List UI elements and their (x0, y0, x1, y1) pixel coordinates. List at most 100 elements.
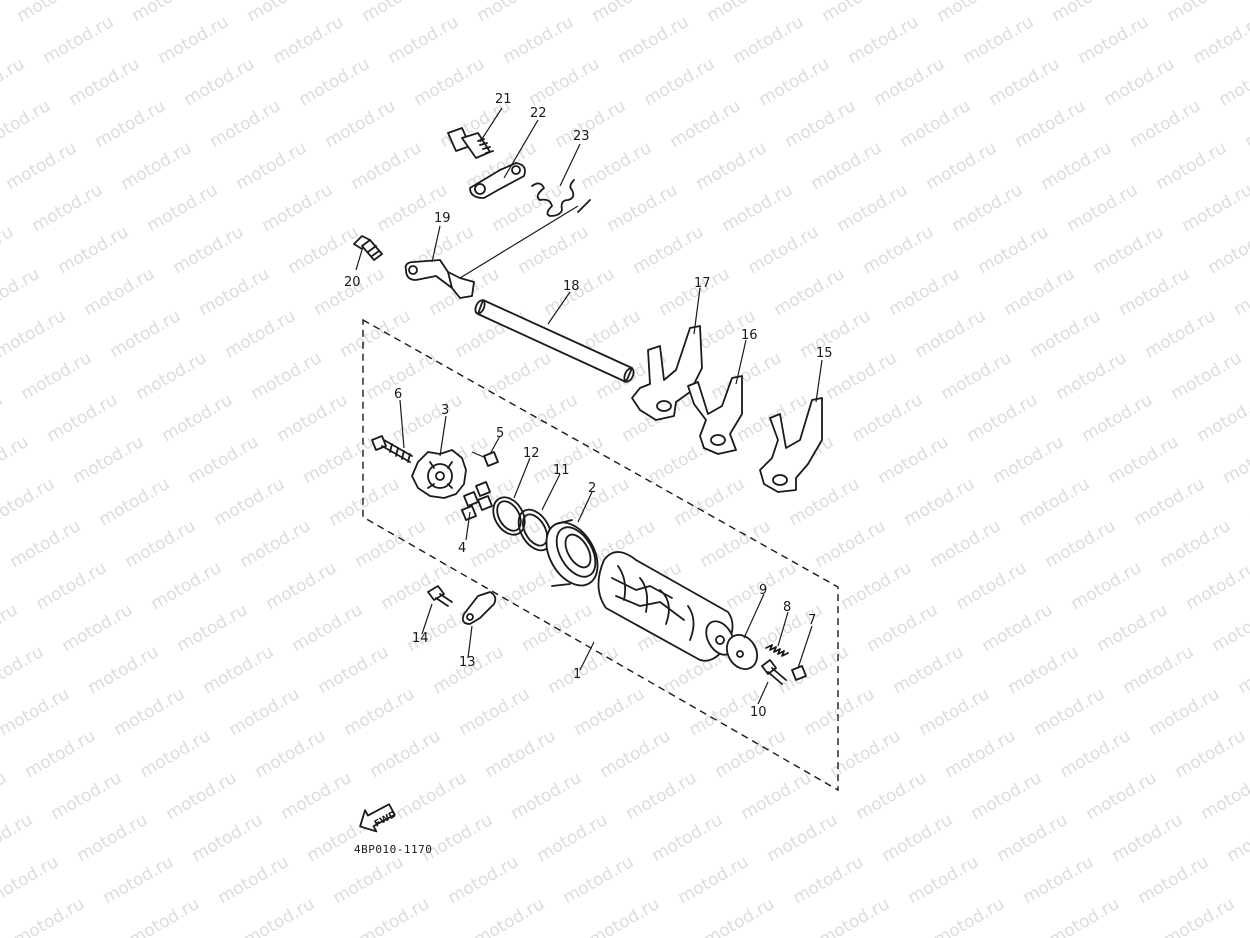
watermark-text: motod.ru (1090, 222, 1168, 278)
watermark-text: motod.ru (159, 390, 237, 446)
part-16-shift-fork (687, 375, 743, 455)
watermark-text: motod.ru (18, 348, 96, 404)
part-9-plate (726, 634, 758, 670)
watermark-text: motod.ru (270, 12, 348, 68)
watermark-text: motod.ru (181, 54, 259, 110)
watermark-text: motod.ru (816, 894, 894, 938)
callout-8: 8 (783, 600, 791, 615)
watermark-text: motod.ru (504, 390, 582, 446)
watermark-text: motod.ru (775, 642, 853, 698)
part-10-screw (761, 659, 787, 685)
watermark-text: motod.ru (1142, 306, 1220, 362)
part-17-shift-fork (631, 325, 703, 421)
watermark-text: motod.ru (708, 348, 786, 404)
watermark-text: motod.ru (0, 12, 2, 68)
callout-9: 9 (759, 583, 767, 598)
watermark-text: motod.ru (1168, 348, 1246, 404)
watermark-text: motod.ru (860, 222, 938, 278)
watermark-text: motod.ru (226, 684, 304, 740)
watermark-text: motod.ru (764, 810, 842, 866)
watermark-text: motod.ru (7, 516, 85, 572)
watermark-text: motod.ru (419, 810, 497, 866)
watermark-text: motod.ru (1116, 264, 1194, 320)
watermark-text: motod.ru (185, 432, 263, 488)
watermark-text: motod.ru (797, 306, 875, 362)
watermark-text: motod.ru (278, 768, 356, 824)
watermark-text: motod.ru (144, 180, 222, 236)
watermark-text: motod.ru (526, 54, 604, 110)
watermark-text: motod.ru (133, 348, 211, 404)
callout-15: 15 (816, 346, 833, 361)
leader-lines (355, 107, 823, 705)
watermark-text: motod.ru (1161, 894, 1239, 938)
callout-17: 17 (694, 276, 711, 291)
watermark-text: motod.ru (148, 558, 226, 614)
watermark-text: motod.ru (838, 558, 916, 614)
watermark-text: motod.ru (248, 348, 326, 404)
watermark-text: motod.ru (545, 642, 623, 698)
watermark-text: motod.ru (1120, 642, 1198, 698)
watermark-text: motod.ru (649, 810, 727, 866)
watermark-text: motod.ru (1179, 180, 1250, 236)
watermark-text: motod.ru (1198, 768, 1250, 824)
callout-3: 3 (441, 403, 449, 418)
watermark-text: motod.ru (508, 768, 586, 824)
watermark-text: motod.ru (745, 222, 823, 278)
watermark-text: motod.ru (471, 894, 549, 938)
watermark-text: motod.ru (949, 180, 1027, 236)
watermark-text: motod.ru (656, 264, 734, 320)
part-21-bolt (447, 127, 494, 159)
watermark-text: motod.ru (263, 558, 341, 614)
watermark-text: motod.ru (1016, 474, 1094, 530)
watermark-text: motod.ru (118, 138, 196, 194)
watermark-text: motod.ru (1027, 306, 1105, 362)
watermark-text: motod.ru (33, 558, 111, 614)
watermark-text: motod.ru (942, 726, 1020, 782)
watermark-text: motod.ru (597, 726, 675, 782)
watermark-text: motod.ru (571, 684, 649, 740)
watermark-text: motod.ru (11, 894, 89, 938)
watermark-text: motod.ru (40, 12, 118, 68)
watermark-text: motod.ru (467, 516, 545, 572)
watermark-text: motod.ru (174, 600, 252, 656)
callout-7: 7 (808, 613, 816, 628)
watermark-text: motod.ru (719, 180, 797, 236)
watermark-text: motod.ru (1183, 558, 1250, 614)
watermark-text: motod.ru (0, 600, 21, 656)
watermark-text: motod.ru (986, 54, 1064, 110)
watermark-text: motod.ru (912, 306, 990, 362)
watermark-text: motod.ru (771, 264, 849, 320)
watermark-text: motod.ru (0, 852, 62, 908)
watermark-text: motod.ru (0, 222, 17, 278)
watermark-text: motod.ru (1079, 390, 1157, 446)
watermark-text: motod.ru (578, 138, 656, 194)
watermark-text: motod.ru (897, 96, 975, 152)
watermark-text: motod.ru (1209, 600, 1250, 656)
callout-11: 11 (553, 463, 570, 478)
callout-2: 2 (588, 481, 596, 496)
watermark-text: motod.ru (886, 264, 964, 320)
watermark-text: motod.ru (252, 726, 330, 782)
watermark-text: motod.ru (29, 180, 107, 236)
watermark-text: motod.ru (445, 852, 523, 908)
watermark-text: motod.ru (155, 12, 233, 68)
watermark-text: motod.ru (1068, 558, 1146, 614)
watermark-text: motod.ru (675, 852, 753, 908)
watermark-text: motod.ru (92, 96, 170, 152)
watermark-text: motod.ru (1005, 642, 1083, 698)
watermark-text: motod.ru (196, 264, 274, 320)
watermark-text: motod.ru (352, 516, 430, 572)
watermark-text: motod.ru (979, 600, 1057, 656)
watermark-text: motod.ru (300, 432, 378, 488)
callout-23: 23 (573, 129, 590, 144)
watermark-text: motod.ru (812, 516, 890, 572)
watermark-text: motod.ru (0, 306, 69, 362)
callout-6: 6 (394, 387, 402, 402)
watermark-text: motod.ru (456, 684, 534, 740)
watermark-text: motod.ru (808, 138, 886, 194)
watermark-text: motod.ru (1064, 180, 1142, 236)
watermark-text: motod.ru (122, 516, 200, 572)
watermark-text: motod.ru (0, 390, 6, 446)
